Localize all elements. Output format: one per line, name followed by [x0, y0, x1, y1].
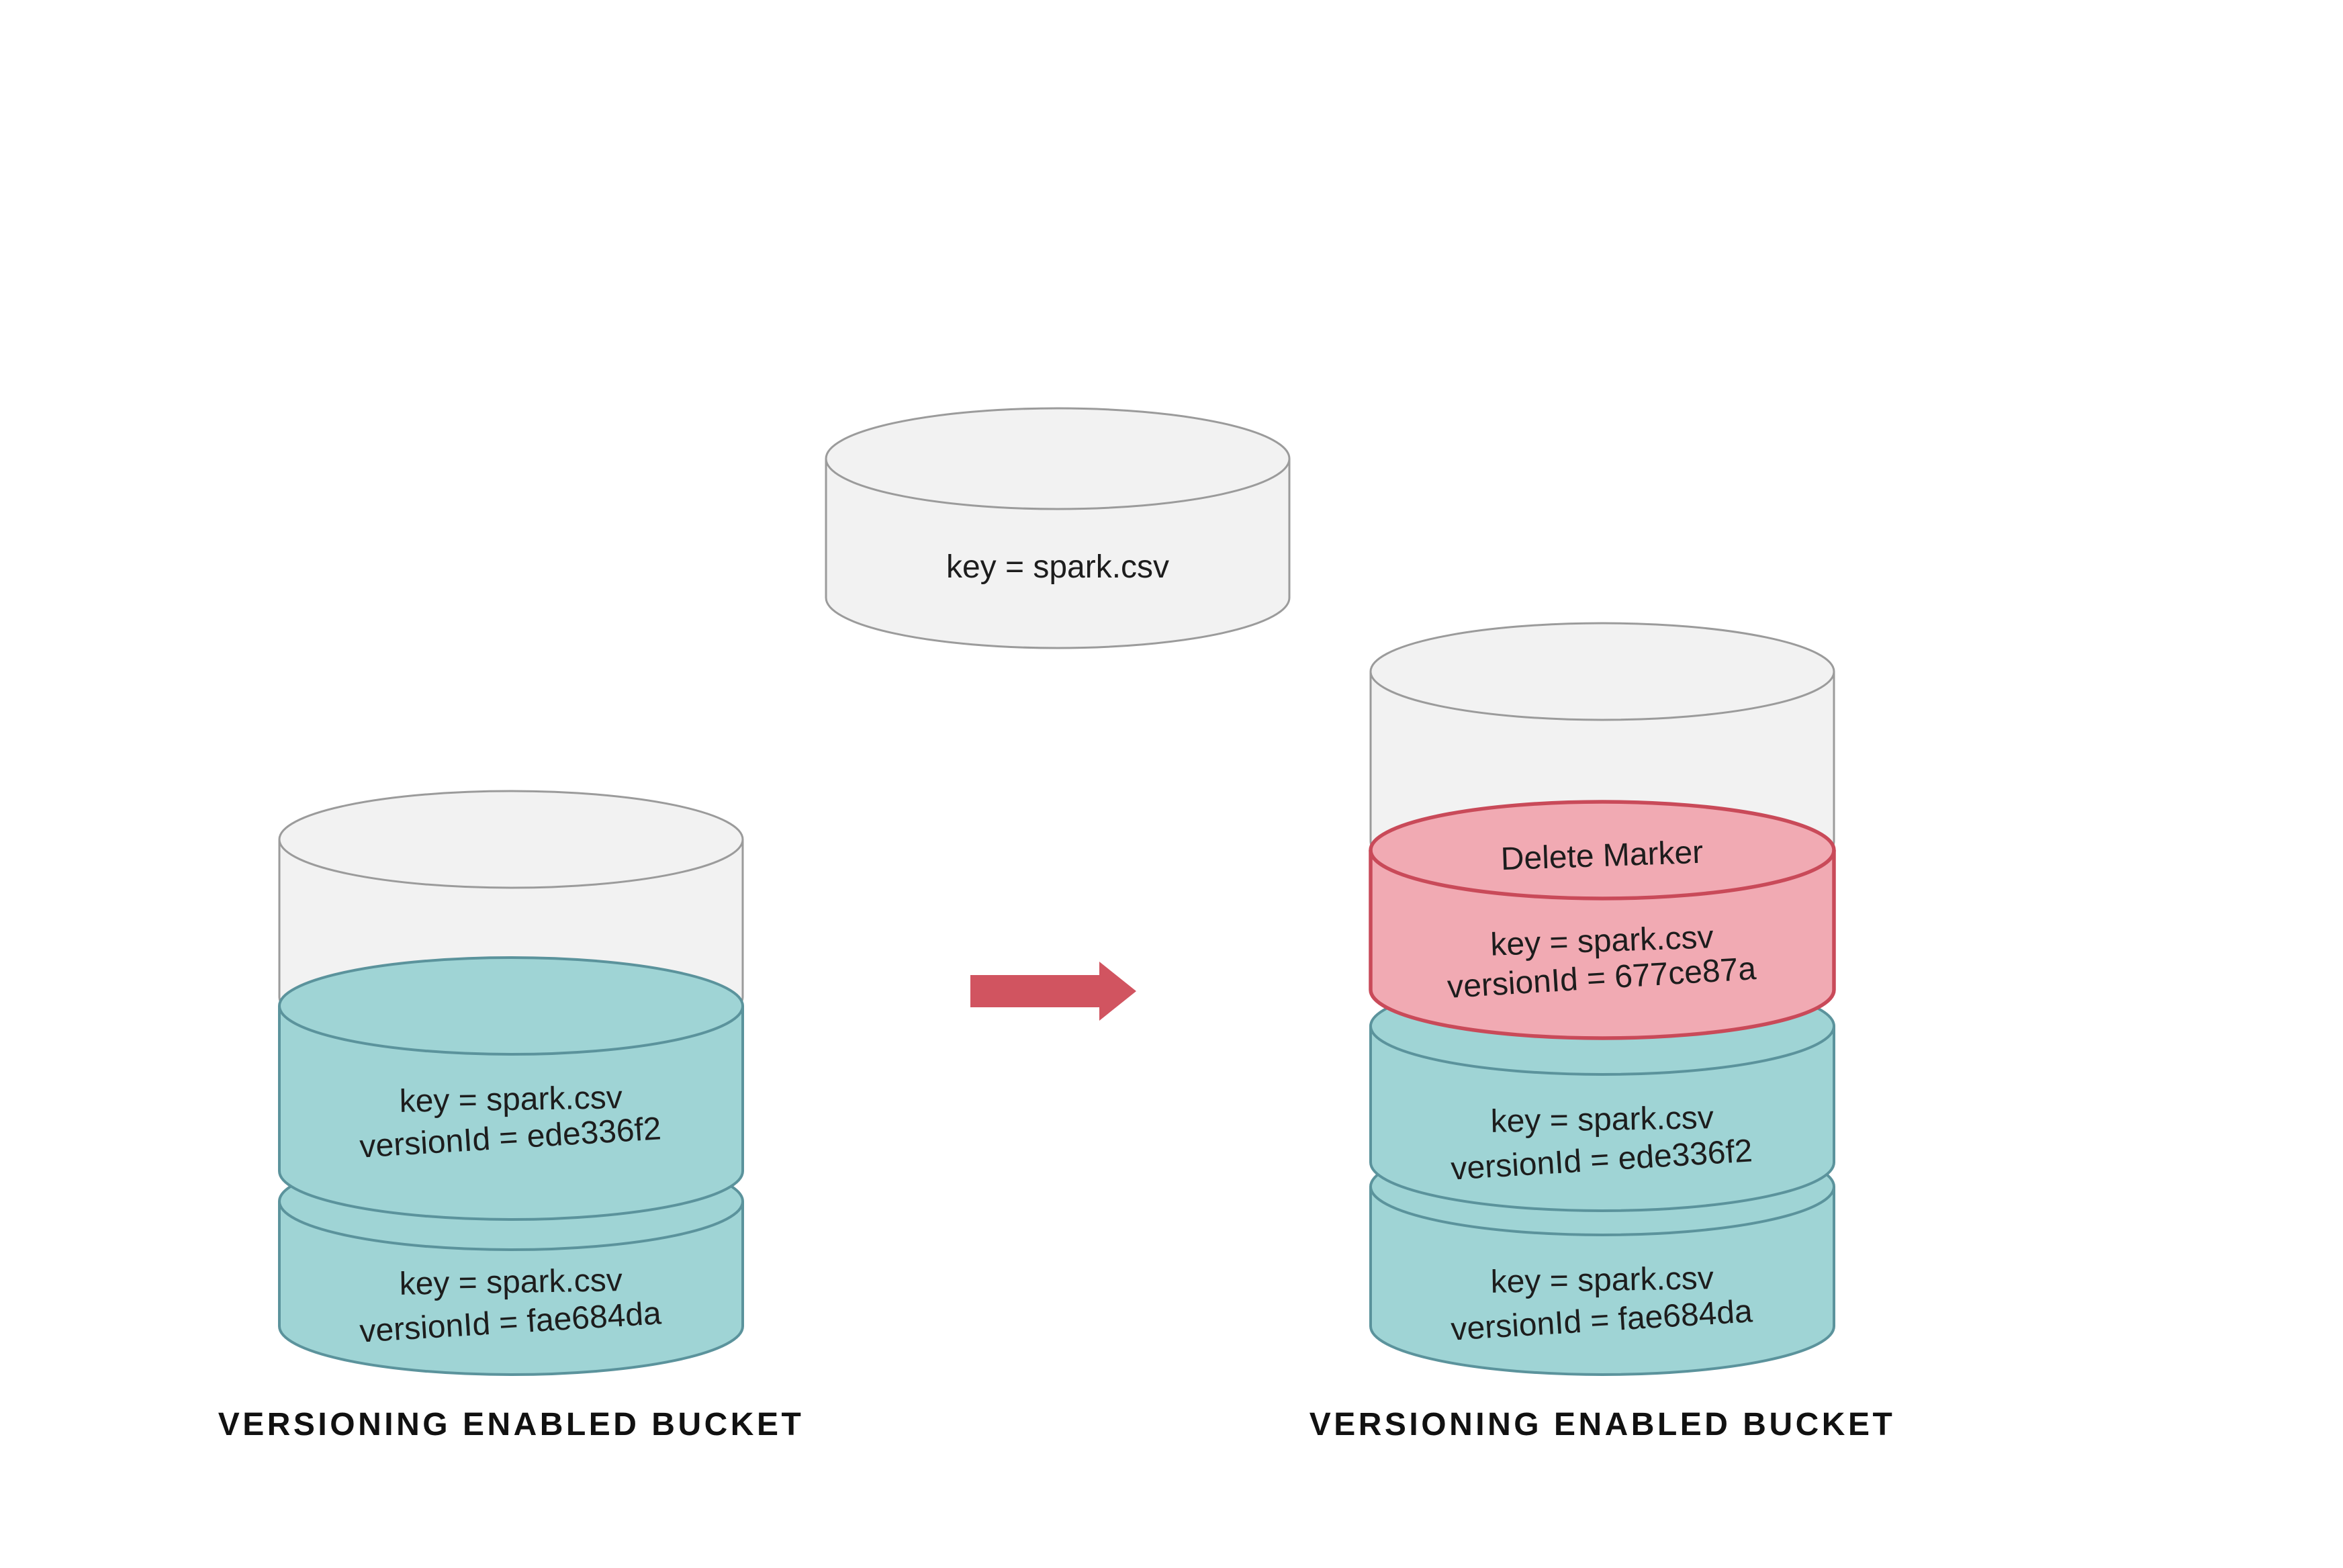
delete-marker-key: key = spark.csv	[1490, 919, 1714, 963]
right-version-fae684da-rim	[1369, 1186, 1835, 1236]
transition-arrow	[970, 962, 1136, 1021]
left-bucket-empty-rim	[278, 839, 744, 889]
right-version-fae684da-key: key = spark.csv	[1490, 1260, 1714, 1300]
incoming-object-key: key = spark.csv	[946, 549, 1169, 585]
left-version-ede336f2-disk	[278, 956, 744, 1221]
left-bucket-label: VERSIONING ENABLED BUCKET	[218, 1407, 805, 1442]
right-bucket-label: VERSIONING ENABLED BUCKET	[1310, 1407, 1896, 1442]
incoming-object-rim	[825, 458, 1291, 510]
right-version-ede336f2-rim	[1369, 1025, 1835, 1076]
left-version-fae684da-rim	[278, 1201, 744, 1251]
right-version-ede336f2-key: key = spark.csv	[1490, 1100, 1714, 1140]
delete-marker-disk	[1369, 800, 1836, 1040]
delete-marker-title: Delete Marker	[1500, 835, 1704, 877]
right-bucket: Delete Marker key = spark.csv versionId …	[1310, 622, 1896, 1442]
left-version-fae684da-key: key = spark.csv	[399, 1262, 623, 1302]
incoming-object-body	[825, 407, 1291, 649]
left-bucket: key = spark.csv versionId = ede336f2 key…	[218, 790, 805, 1442]
right-bucket-empty-rim	[1369, 671, 1835, 721]
left-version-ede336f2-key: key = spark.csv	[399, 1080, 623, 1119]
incoming-object-cylinder: key = spark.csv	[825, 407, 1291, 649]
left-version-ede336f2-rim	[278, 1005, 744, 1056]
delete-marker-rim	[1369, 849, 1836, 901]
